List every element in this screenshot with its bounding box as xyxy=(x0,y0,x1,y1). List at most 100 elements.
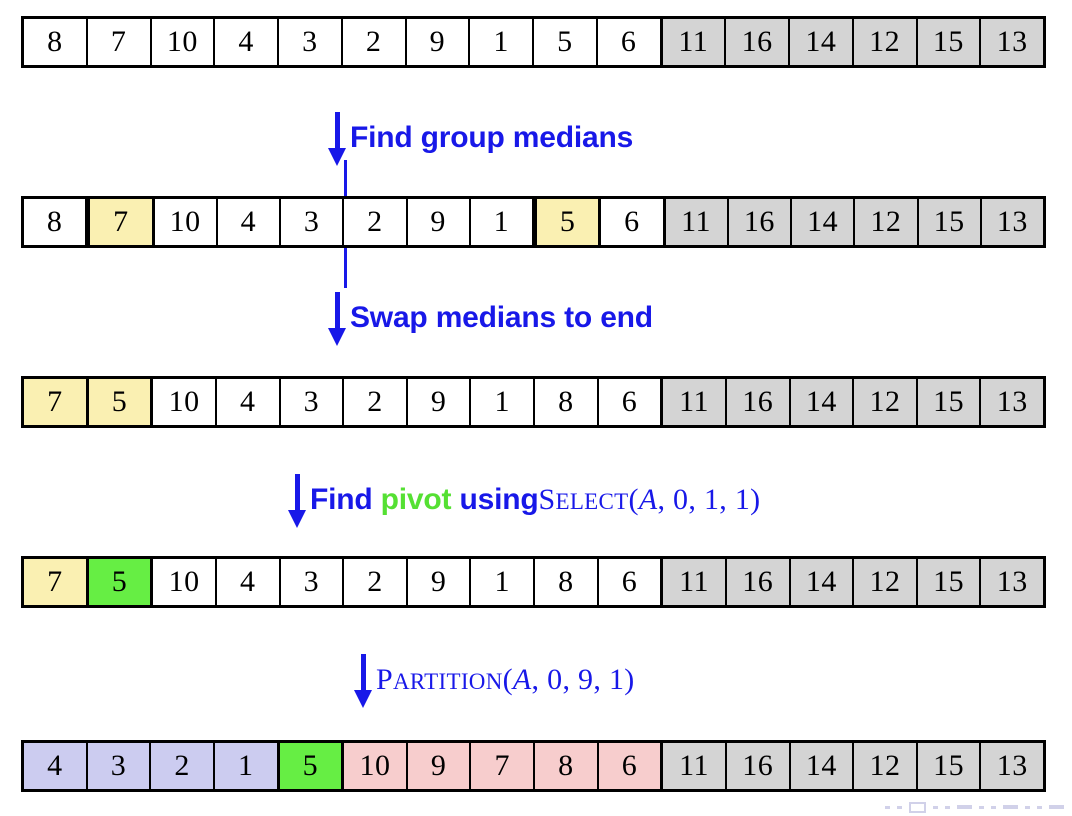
array-cell: 11 xyxy=(663,379,727,425)
array-cell: 12 xyxy=(854,743,918,789)
array-cell: 6 xyxy=(598,559,664,605)
array-cell: 9 xyxy=(407,379,472,425)
step-label: Find pivot using xyxy=(310,483,539,516)
array-cell: 4 xyxy=(216,379,281,425)
step-label: Find group medians xyxy=(350,121,634,154)
array-row-partitioned: 4 3 2 1 5 10 9 7 8 6 11 16 14 12 15 13 xyxy=(21,740,1046,792)
array-cell-less: 1 xyxy=(214,743,280,789)
proc-name-rest: ELECT xyxy=(555,489,629,514)
array-cell: 8 xyxy=(535,559,599,605)
array-cell: 14 xyxy=(790,19,854,65)
nav-section-icon[interactable] xyxy=(957,805,972,809)
nav-dot-icon[interactable] xyxy=(1037,805,1042,809)
nav-dot-icon[interactable] xyxy=(885,805,890,809)
beamer-navigation-bar[interactable] xyxy=(885,800,1064,814)
array-cell: 16 xyxy=(728,199,792,245)
step-find-group-medians: Find group medians xyxy=(324,106,633,170)
step-connector-line xyxy=(344,248,347,288)
array-cell: 14 xyxy=(790,379,855,425)
array-cell-less: 2 xyxy=(151,743,215,789)
array-cell: 10 xyxy=(154,199,218,245)
array-cell: 12 xyxy=(854,559,918,605)
array-cell: 10 xyxy=(151,19,216,65)
array-cell-greater: 8 xyxy=(535,743,599,789)
array-cell: 12 xyxy=(853,19,918,65)
nav-section-icon[interactable] xyxy=(1003,805,1018,809)
array-cell-median: 7 xyxy=(24,559,89,605)
step-swap-medians-to-end: Swap medians to end xyxy=(324,286,653,350)
down-arrow-icon xyxy=(350,652,376,708)
array-cell: 10 xyxy=(153,379,217,425)
array-cell: 9 xyxy=(407,199,471,245)
select-procedure-call: SELECT(A, 0, 1, 1) xyxy=(538,483,760,517)
array-cell: 15 xyxy=(917,743,982,789)
array-cell: 8 xyxy=(24,199,88,245)
proc-paren-open: ( xyxy=(502,663,513,696)
array-cell-greater: 9 xyxy=(407,743,472,789)
array-cell: 13 xyxy=(981,743,1043,789)
nav-dot-icon[interactable] xyxy=(979,805,984,809)
nav-dot-icon[interactable] xyxy=(991,805,996,809)
array-cell: 13 xyxy=(981,559,1043,605)
array-cell: 14 xyxy=(792,199,856,245)
down-arrow-icon xyxy=(324,110,350,166)
array-cell-greater: 10 xyxy=(344,743,408,789)
array-cell: 14 xyxy=(790,559,855,605)
nav-dot-icon[interactable] xyxy=(945,805,950,809)
array-cell-pivot: 5 xyxy=(279,743,345,789)
step-label-middle: using xyxy=(451,483,539,516)
array-cell: 2 xyxy=(344,559,408,605)
array-cell: 2 xyxy=(344,199,408,245)
array-cell: 16 xyxy=(726,743,791,789)
array-row-pivot-found: 7 5 10 4 3 2 9 1 8 6 11 16 14 12 15 13 xyxy=(21,556,1046,608)
proc-arg-array: A xyxy=(512,663,532,696)
array-cell: 16 xyxy=(726,19,790,65)
array-cell: 13 xyxy=(981,19,1043,65)
array-cell: 8 xyxy=(24,19,88,65)
array-row-medians-swapped: 7 5 10 4 3 2 9 1 8 6 11 16 14 12 15 13 xyxy=(21,376,1046,428)
array-cell: 9 xyxy=(406,19,471,65)
array-cell-less: 4 xyxy=(24,743,88,789)
proc-args: , 0, 1, 1 xyxy=(657,483,751,516)
array-cell: 11 xyxy=(663,743,727,789)
array-cell: 3 xyxy=(279,19,343,65)
array-cell: 12 xyxy=(855,199,919,245)
array-cell: 2 xyxy=(342,19,407,65)
array-cell: 15 xyxy=(917,559,982,605)
nav-dot-icon[interactable] xyxy=(1025,805,1030,809)
array-cell-pivot: 5 xyxy=(88,559,154,605)
nav-dot-icon[interactable] xyxy=(897,805,902,809)
nav-dot-icon[interactable] xyxy=(933,805,938,809)
array-cell: 7 xyxy=(87,19,152,65)
array-cell-greater: 7 xyxy=(471,743,535,789)
array-cell: 11 xyxy=(662,19,727,65)
array-cell-greater: 6 xyxy=(598,743,664,789)
proc-paren-close: ) xyxy=(750,483,761,516)
proc-arg-array: A xyxy=(638,483,658,516)
proc-args: , 0, 9, 1 xyxy=(531,663,625,696)
array-cell: 3 xyxy=(281,199,345,245)
array-cell: 15 xyxy=(917,19,982,65)
step-connector-line xyxy=(344,160,347,202)
step-find-pivot: Find pivot using SELECT(A, 0, 1, 1) xyxy=(284,468,760,532)
array-cell: 15 xyxy=(918,199,982,245)
array-cell: 6 xyxy=(601,199,666,245)
array-cell: 9 xyxy=(407,559,472,605)
array-cell-median: 5 xyxy=(534,199,602,245)
array-cell: 1 xyxy=(471,559,535,605)
array-cell: 4 xyxy=(217,199,281,245)
array-cell: 12 xyxy=(854,379,918,425)
array-cell: 11 xyxy=(665,199,729,245)
partition-procedure-call: PARTITION(A, 0, 9, 1) xyxy=(376,663,635,697)
array-cell: 4 xyxy=(216,559,281,605)
nav-frame-icon[interactable] xyxy=(909,801,926,813)
array-cell: 3 xyxy=(280,559,345,605)
array-cell: 16 xyxy=(726,559,791,605)
array-cell: 15 xyxy=(917,379,982,425)
nav-section-icon[interactable] xyxy=(1049,805,1064,809)
proc-name-initial: S xyxy=(538,483,556,516)
step-label-pivot-highlight: pivot xyxy=(380,483,452,516)
array-cell: 3 xyxy=(280,379,345,425)
down-arrow-icon xyxy=(324,290,350,346)
array-cell: 13 xyxy=(981,379,1043,425)
